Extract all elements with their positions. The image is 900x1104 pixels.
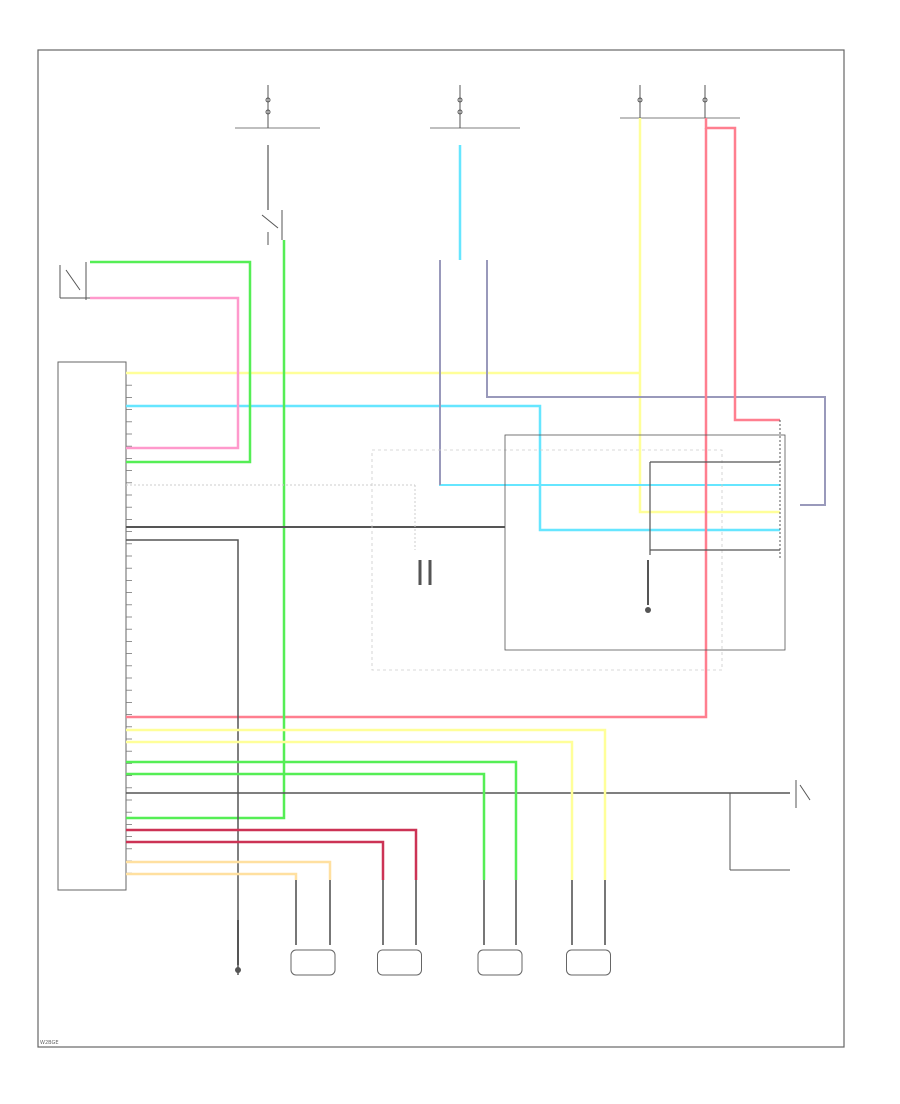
wires <box>90 118 826 975</box>
wire-yellow-rr-1 <box>126 728 607 880</box>
wire-yellow-ignition <box>638 118 780 514</box>
ebcm-module <box>57 361 127 891</box>
wire-green-brake <box>126 240 286 820</box>
wheel-speed-sensor-left-front <box>290 880 336 976</box>
wheel-speed-sensor-left-rear <box>477 880 523 976</box>
traction-control-switch <box>729 780 811 871</box>
wire-cyan-mid <box>126 404 780 532</box>
ground-g104 <box>645 560 651 613</box>
wire-red-motor <box>126 128 708 719</box>
wheel-speed-sensors <box>290 880 611 976</box>
wire-gray-right <box>486 260 826 506</box>
ground-g103 <box>235 920 241 973</box>
wire-darkred-rf-1 <box>126 828 418 880</box>
wire-cyan-lower <box>439 300 780 486</box>
sensor-body <box>290 949 336 976</box>
sensor-body <box>566 949 611 976</box>
wire-red-battery <box>704 118 780 422</box>
wire-green-lr-2 <box>126 772 486 880</box>
fuse-hot-at-all-times-center <box>430 85 520 129</box>
dashed-module-box <box>371 449 723 671</box>
diagram-frame <box>37 49 845 1048</box>
wire-yellow-rr-2 <box>126 740 574 880</box>
sensor-body <box>377 949 422 976</box>
dlc-connector-box <box>504 434 786 651</box>
wire-tan-lf-1 <box>126 860 332 880</box>
wire-darkred-rf-2 <box>126 840 385 880</box>
right-connector-pins <box>649 420 781 560</box>
fuse-hot-in-run-right-a <box>637 85 643 118</box>
diagram-caption: W2BGE <box>40 1040 59 1046</box>
wire-green-fluid <box>90 260 252 464</box>
wheel-speed-sensor-right-front <box>377 880 422 976</box>
wheel-speed-sensor-right-rear <box>566 880 611 976</box>
wire-green-lr-1 <box>126 760 518 880</box>
wire-tan-lf-2 <box>126 872 298 880</box>
brake-fluid-level-switch <box>59 262 90 300</box>
sensor-body <box>477 949 523 976</box>
ground-dlc <box>418 560 432 585</box>
brake-switch <box>261 145 283 245</box>
fuse-hot-in-run-left <box>235 85 320 129</box>
wire-black-ground <box>126 539 239 975</box>
wire-pink-fluid <box>90 296 240 450</box>
